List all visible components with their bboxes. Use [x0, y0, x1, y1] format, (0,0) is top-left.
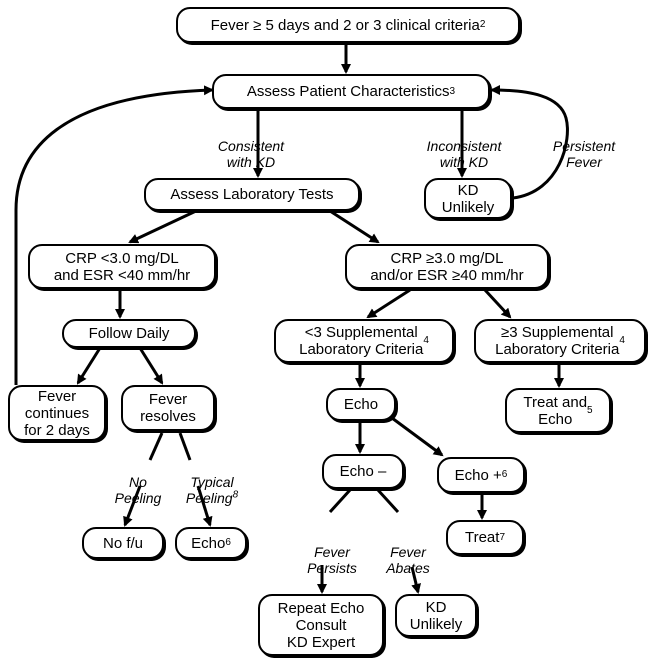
- line-resolves-down-right: [178, 432, 192, 461]
- node-repeat-echo: Repeat Echo Consult KD Expert: [258, 594, 384, 656]
- arrow-persistent-fever-loop: [490, 85, 569, 200]
- node-follow-daily: Follow Daily: [62, 319, 196, 348]
- node-treat-and-echo-text: Treat and Echo: [523, 393, 588, 428]
- node-kd-unlikely-bottom-text: KD Unlikely: [409, 598, 463, 633]
- line-neg-down-left: [328, 488, 352, 514]
- arrow-lab-to-crp-high: [329, 209, 380, 244]
- node-treat-7-text: Treat: [464, 529, 500, 546]
- label-fever-abates-text: Fever Abates: [386, 544, 430, 576]
- label-persistent-fever: Persistent Fever: [534, 122, 634, 170]
- arrow-lab-to-crp-low: [128, 209, 197, 244]
- label-persistent-fever-text: Persistent Fever: [552, 138, 616, 170]
- label-fever-persists-text: Fever Persists: [307, 544, 357, 576]
- node-lt3-supplemental-text: <3 Supplemental Laboratory Criteria: [299, 324, 424, 358]
- label-inconsistent: Inconsistent with KD: [408, 122, 520, 170]
- label-fever-abates: Fever Abates: [372, 528, 444, 576]
- arrow-resolves-to-echo6: [196, 485, 213, 527]
- label-no-peeling-text: No Peeling: [114, 474, 162, 506]
- arrow-crp-high-to-lt3: [366, 288, 411, 319]
- arrow-follow-to-continues: [76, 347, 102, 385]
- label-typical-peeling: Typical Peeling8: [170, 458, 254, 506]
- node-assess-lab-text: Assess Laboratory Tests: [170, 186, 334, 203]
- arrow-echo-to-pos: [391, 416, 444, 457]
- node-assess-patient-text: Assess Patient Characteristics: [246, 83, 450, 100]
- node-crp-high-text: CRP ≥3.0 mg/DL and/or ESR ≥40 mm/hr: [370, 249, 524, 284]
- node-crp-high: CRP ≥3.0 mg/DL and/or ESR ≥40 mm/hr: [345, 244, 549, 289]
- label-fever-persists: Fever Persists: [296, 528, 368, 576]
- node-assess-lab: Assess Laboratory Tests: [144, 178, 360, 211]
- node-no-followup-text: No f/u: [102, 534, 144, 552]
- arrow-crp-high-to-ge3: [483, 288, 512, 319]
- node-echo-negative: Echo –: [322, 454, 404, 489]
- node-ge3-supplemental-text: ≥3 Supplemental Laboratory Criteria: [495, 324, 620, 358]
- node-fever-resolves: Fever resolves: [121, 385, 215, 431]
- label-consistent-text: Consistent with KD: [217, 138, 285, 170]
- arrow-neg-to-kd-unlikely: [410, 566, 421, 594]
- node-echo-positive-text: Echo +: [454, 466, 502, 484]
- node-echo-6-text: Echo: [191, 534, 226, 552]
- arrow-fever-continues-loop: [14, 85, 214, 385]
- arrow-follow-to-resolves: [138, 347, 164, 385]
- node-kd-unlikely-top: KD Unlikely: [424, 178, 512, 219]
- node-kd-unlikely-bottom: KD Unlikely: [395, 594, 477, 637]
- node-fever-start: Fever ≥ 5 days and 2 or 3 clinical crite…: [176, 7, 520, 43]
- node-echo: Echo: [326, 388, 396, 421]
- node-echo-negative-text: Echo –: [339, 463, 387, 480]
- arrow-resolves-to-no-fu: [123, 485, 142, 527]
- node-fever-continues-text: Fever continues for 2 days: [24, 387, 90, 439]
- node-echo-positive: Echo + 6: [437, 457, 525, 493]
- line-resolves-down: [148, 432, 164, 461]
- node-fever-start-text: Fever ≥ 5 days and 2 or 3 clinical crite…: [210, 16, 480, 34]
- node-crp-low: CRP <3.0 mg/DL and ESR <40 mm/hr: [28, 244, 216, 289]
- node-follow-daily-text: Follow Daily: [88, 325, 170, 342]
- label-inconsistent-text: Inconsistent with KD: [426, 138, 502, 170]
- node-repeat-echo-text: Repeat Echo Consult KD Expert: [277, 599, 365, 651]
- label-typical-peeling-sup: 8: [232, 489, 239, 501]
- node-crp-low-text: CRP <3.0 mg/DL and ESR <40 mm/hr: [53, 249, 191, 284]
- label-no-peeling: No Peeling: [108, 458, 168, 506]
- node-fever-continues: Fever continues for 2 days: [8, 385, 106, 441]
- node-echo-text: Echo: [343, 396, 379, 413]
- node-no-followup: No f/u: [82, 527, 164, 559]
- line-neg-down-right: [376, 488, 400, 514]
- label-consistent: Consistent with KD: [196, 122, 306, 170]
- node-kd-unlikely-top-text: KD Unlikely: [441, 181, 495, 216]
- node-fever-resolves-text: Fever resolves: [140, 391, 196, 425]
- label-typical-peeling-text: Typical Peeling: [185, 474, 234, 506]
